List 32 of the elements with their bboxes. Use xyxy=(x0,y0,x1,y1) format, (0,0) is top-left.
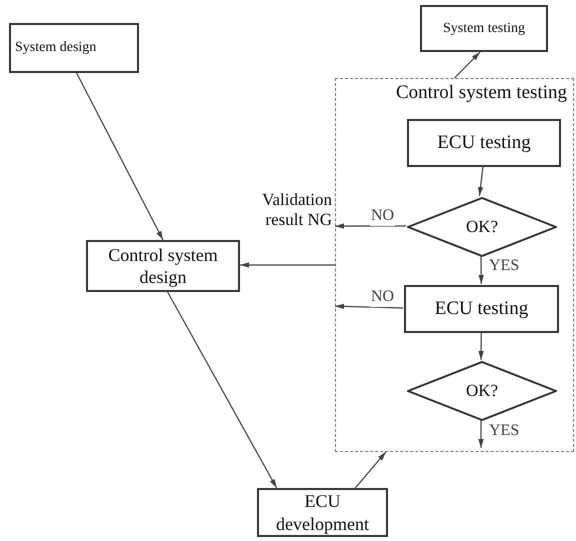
arrow xyxy=(454,52,481,78)
arrow xyxy=(478,166,484,196)
arrow xyxy=(240,262,335,268)
process-box xyxy=(9,23,139,73)
process-box xyxy=(404,285,559,333)
box-label: ECU development xyxy=(275,490,370,535)
box-label: Control system design xyxy=(107,244,219,288)
group-boundary xyxy=(335,78,574,452)
arrow xyxy=(167,292,278,488)
decision-diamond xyxy=(407,197,557,257)
arrow xyxy=(334,304,404,310)
box-label: ECU testing xyxy=(437,131,531,155)
decision-label: OK? xyxy=(466,380,498,402)
arrow xyxy=(478,332,484,360)
box-label: System design xyxy=(15,39,96,57)
decision-diamond xyxy=(407,361,557,421)
process-box xyxy=(407,119,561,167)
process-box xyxy=(420,5,548,52)
process-box xyxy=(86,240,240,292)
edge-label: NO xyxy=(370,287,396,307)
process-box xyxy=(257,488,388,537)
decision-label: OK? xyxy=(466,216,498,238)
arrow xyxy=(478,420,484,448)
arrow xyxy=(76,72,164,240)
group-title: Control system testing xyxy=(396,81,567,105)
arrow xyxy=(478,256,484,284)
arrow xyxy=(335,223,406,229)
edge-label: NO xyxy=(370,206,396,226)
box-label: System testing xyxy=(442,20,526,38)
note-text: Validation result NG xyxy=(261,190,332,230)
arrow xyxy=(354,452,386,488)
box-label: ECU testing xyxy=(434,297,528,321)
